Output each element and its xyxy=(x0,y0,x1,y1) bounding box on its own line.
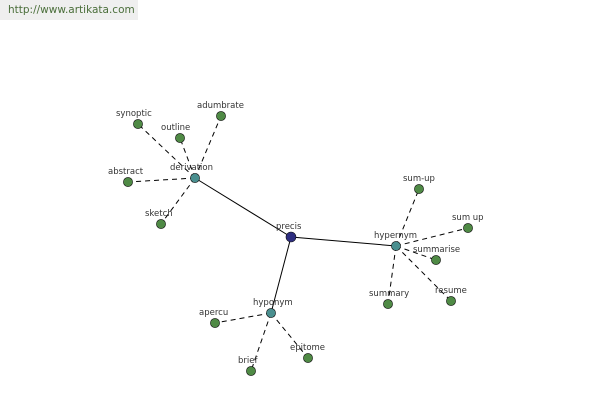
edge-hypernym-summarise xyxy=(395,245,437,261)
edge-derivation-sketch xyxy=(160,177,196,225)
node-outline[interactable] xyxy=(175,133,185,143)
edge-precis-hyponym xyxy=(270,236,292,314)
edge-hypernym-summary xyxy=(387,245,397,305)
edge-derivation-abstract xyxy=(127,177,196,183)
url-bar: http://www.artikata.com xyxy=(0,0,138,20)
node-brief[interactable] xyxy=(246,366,256,376)
graph-nodes xyxy=(123,111,473,376)
node-sum-up[interactable] xyxy=(414,184,424,194)
node-derivation[interactable] xyxy=(190,173,200,183)
graph-labels: synoptic outline adumbrate abstract sketch su… xyxy=(108,101,484,366)
node-abstract[interactable] xyxy=(123,177,133,187)
node-apercu[interactable] xyxy=(210,318,220,328)
edge-derivation-synoptic xyxy=(137,123,196,179)
label-adumbrate[interactable]: adumbrate xyxy=(197,101,244,111)
label-precis[interactable]: precis xyxy=(276,222,302,232)
edge-derivation-adumbrate xyxy=(194,115,222,179)
edge-hyponym-epitome xyxy=(270,312,309,359)
edge-hyponym-apercu xyxy=(214,312,272,324)
node-precis[interactable] xyxy=(285,231,297,243)
edge-hyponym-brief xyxy=(250,312,272,372)
node-summary[interactable] xyxy=(383,299,393,309)
label-sum-up[interactable]: sum-up xyxy=(403,174,435,184)
label-sum-up[interactable]: sum up xyxy=(452,213,484,223)
node-hyponym[interactable] xyxy=(266,308,276,318)
site-url-link[interactable]: http://www.artikata.com xyxy=(8,4,135,16)
label-summarise[interactable]: summarise xyxy=(413,245,460,255)
edge-derivation-outline xyxy=(179,137,196,179)
node-synoptic[interactable] xyxy=(133,119,143,129)
label-synoptic[interactable]: synoptic xyxy=(116,109,152,119)
node-hypernym[interactable] xyxy=(391,241,401,251)
label-sketch[interactable]: sketch xyxy=(145,209,173,219)
label-resume[interactable]: resume xyxy=(435,286,467,296)
edge-precis-derivation xyxy=(194,177,292,238)
label-derivation[interactable]: derivation xyxy=(170,163,213,173)
label-abstract[interactable]: abstract xyxy=(108,167,144,177)
label-hyponym[interactable]: hyponym xyxy=(253,298,293,308)
label-apercu[interactable]: apercu xyxy=(199,308,228,318)
node-resume[interactable] xyxy=(446,296,456,306)
label-outline[interactable]: outline xyxy=(161,123,190,133)
label-brief[interactable]: brief xyxy=(238,356,258,366)
node-adumbrate[interactable] xyxy=(216,111,226,121)
edge-hypernym-sum-up xyxy=(395,188,420,247)
node-sketch[interactable] xyxy=(156,219,166,229)
node-sum-up[interactable] xyxy=(463,223,473,233)
edge-hypernym-sum-up xyxy=(395,227,469,247)
graph-edges xyxy=(127,115,469,372)
edge-hypernym-resume xyxy=(395,245,452,302)
label-hypernym[interactable]: hypernym xyxy=(374,231,417,241)
edge-precis-hypernym xyxy=(290,236,397,247)
label-summary[interactable]: summary xyxy=(369,289,409,299)
node-summarise[interactable] xyxy=(431,255,441,265)
node-epitome[interactable] xyxy=(303,353,313,363)
label-epitome[interactable]: epitome xyxy=(290,343,325,353)
